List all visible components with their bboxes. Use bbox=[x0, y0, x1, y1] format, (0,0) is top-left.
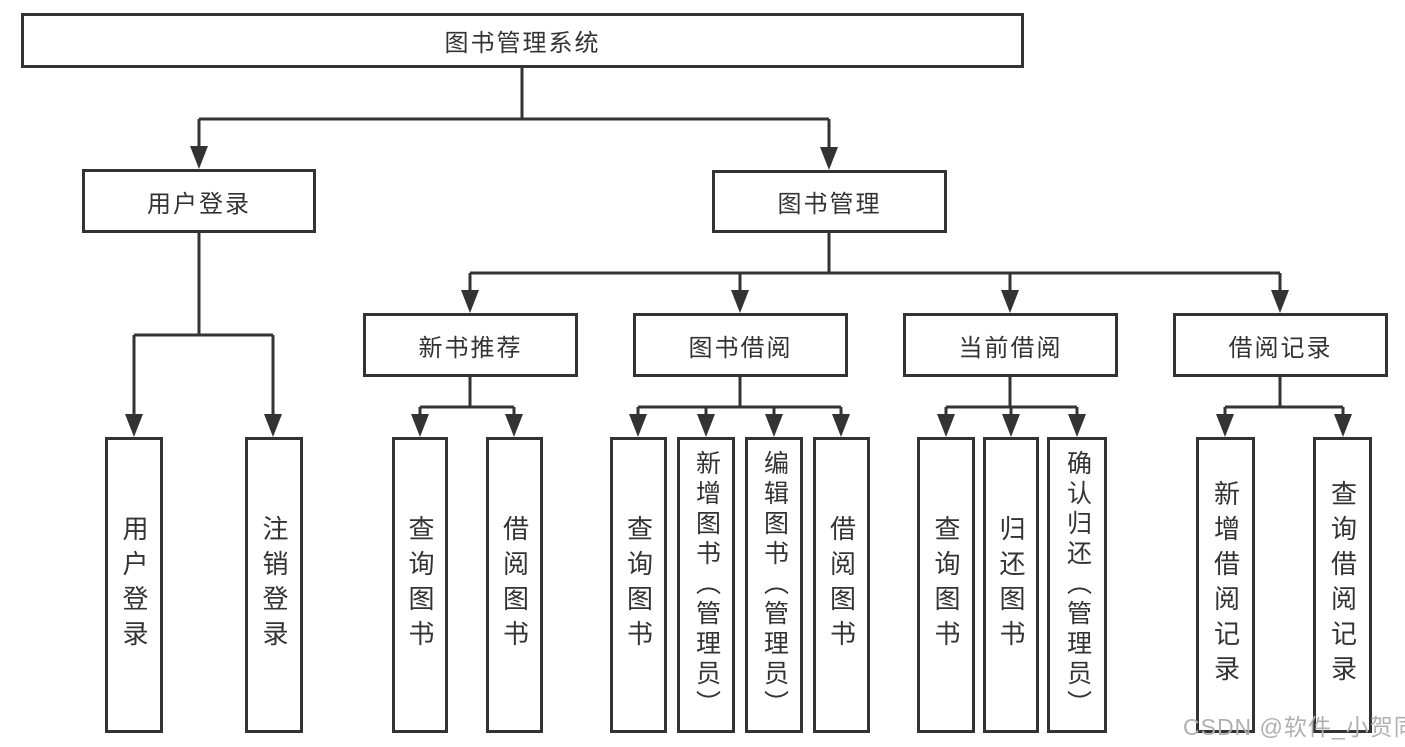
leaf-add-borrow-record: 新增借阅记录 bbox=[1196, 437, 1255, 733]
arrowheads-current-leaves bbox=[937, 414, 1086, 437]
leaf-query-borrow-record: 查询借阅记录 bbox=[1313, 437, 1372, 733]
arrowheads-borrow-leaves bbox=[629, 414, 850, 437]
leaf-return-books: 归还图书 bbox=[983, 437, 1039, 733]
leaf-query-books-current: 查询图书 bbox=[917, 437, 975, 733]
node-current-borrow: 当前借阅 bbox=[903, 313, 1118, 377]
node-borrow-records: 借阅记录 bbox=[1173, 313, 1388, 377]
leaf-borrow-books: 借阅图书 bbox=[813, 437, 870, 733]
node-user-login: 用户登录 bbox=[82, 169, 316, 233]
leaf-confirm-return-admin: 确认归还（管理员） bbox=[1047, 437, 1107, 733]
arrowheads-userlogin-leaves bbox=[125, 414, 282, 437]
watermark-text: CSDN @软件_小贺同学 bbox=[1183, 714, 1405, 740]
arrowheads-newbooks-leaves bbox=[411, 414, 523, 437]
connector-borrow-to-leaves bbox=[636, 377, 843, 418]
node-book-management: 图书管理 bbox=[712, 170, 947, 233]
connector-current-to-leaves bbox=[944, 377, 1079, 418]
node-root-system: 图书管理系统 bbox=[21, 13, 1024, 68]
node-new-book-recommend: 新书推荐 bbox=[363, 313, 578, 377]
arrowheads-level3 bbox=[461, 290, 1289, 313]
connector-bookmgmt-to-level3 bbox=[468, 233, 1282, 294]
leaf-query-books-borrow: 查询图书 bbox=[610, 437, 667, 733]
arrowheads-records-leaves bbox=[1216, 414, 1352, 437]
leaf-add-books-admin: 新增图书（管理员） bbox=[677, 437, 735, 733]
connector-newbooks-to-leaves bbox=[418, 377, 516, 418]
connector-records-to-leaves bbox=[1223, 377, 1345, 418]
leaf-user-login: 用户登录 bbox=[105, 437, 163, 733]
leaf-edit-books-admin: 编辑图书（管理员） bbox=[745, 437, 803, 733]
node-book-borrow: 图书借阅 bbox=[633, 313, 848, 377]
connector-root-to-level2 bbox=[197, 68, 831, 151]
leaf-borrow-books-recommend: 借阅图书 bbox=[486, 437, 543, 733]
leaf-query-books-recommend: 查询图书 bbox=[392, 437, 448, 733]
leaf-logout: 注销登录 bbox=[245, 437, 303, 733]
arrowheads-level2 bbox=[190, 146, 838, 170]
connector-userlogin-to-leaves bbox=[132, 233, 275, 418]
